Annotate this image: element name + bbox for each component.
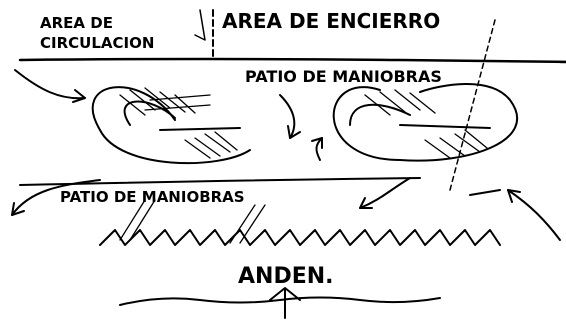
- arrow-mid: [279, 94, 296, 139]
- label-circulation-area-line1: AREA DE: [40, 14, 113, 32]
- buses-bottom: [119, 199, 266, 244]
- arrow-entry-left: [14, 69, 86, 100]
- label-maneuver-yard-top: PATIO DE MANIOBRAS: [245, 67, 442, 86]
- loop-right: [332, 83, 519, 162]
- label-enclosure-area: AREA DE ENCIERRO: [222, 9, 440, 33]
- label-platform: ANDEN.: [238, 264, 334, 289]
- boundary-line: [18, 57, 566, 64]
- arrow-exit-left: [11, 179, 101, 216]
- arrow-entry-right: [507, 189, 561, 241]
- label-maneuver-yard-bottom: PATIO DE MANIOBRAS: [60, 188, 245, 206]
- arrow-mid-up: [315, 137, 323, 161]
- leader-line-enclosure: [449, 19, 496, 191]
- label-circulation-area-line2: CIRCULACION: [40, 34, 154, 52]
- arrow-exit-mid: [359, 177, 411, 209]
- access-arrow: [269, 287, 301, 319]
- buses-right: [364, 89, 488, 159]
- wavy-line: [119, 296, 441, 306]
- loop-left: [91, 86, 251, 165]
- platform-sawtooth: [99, 229, 501, 246]
- buses-left: [119, 87, 238, 159]
- road-edge: [19, 177, 421, 186]
